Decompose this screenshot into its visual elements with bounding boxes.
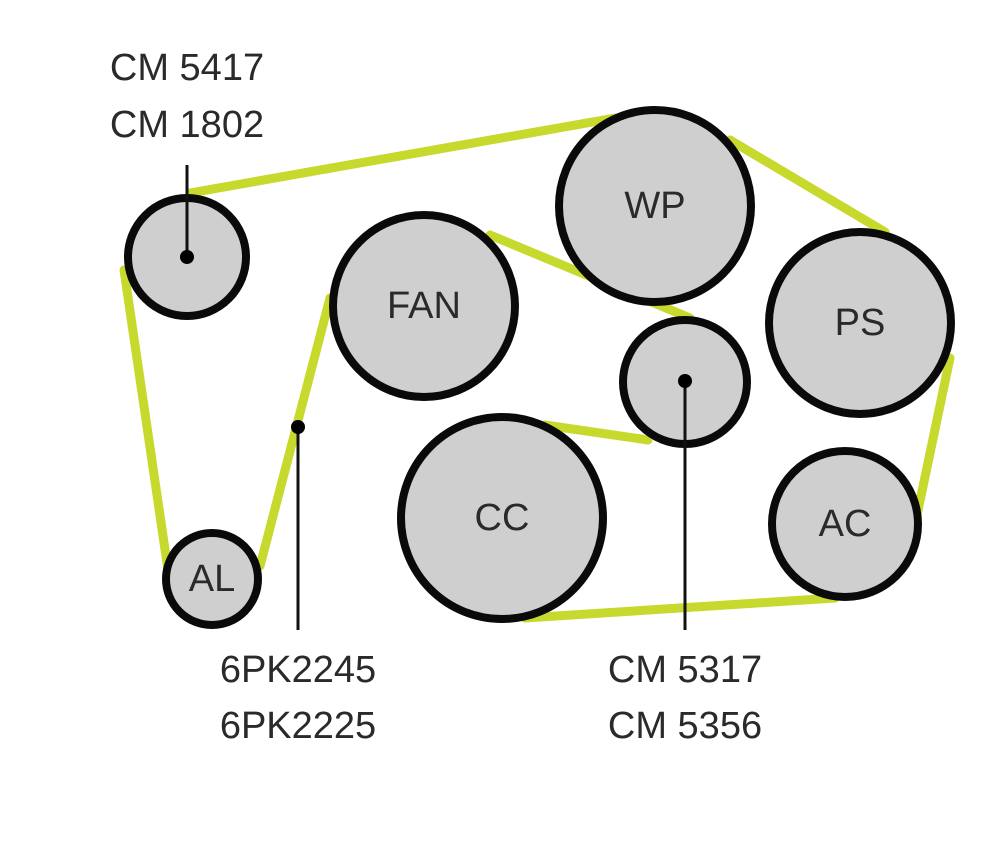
idler-center-part-number-2: CM 5356: [608, 705, 762, 747]
idler-center-dot: [678, 374, 692, 388]
water-pump-pulley: WP: [555, 106, 755, 306]
power-steering-pulley-label: PS: [835, 302, 886, 344]
alternator-pulley: AL: [162, 529, 262, 629]
fan-pulley-body: [329, 211, 519, 401]
belt-segment-ps-to-ac: [912, 353, 955, 520]
idler-center-part-number-1: CM 5317: [608, 649, 762, 691]
crankshaft-pulley-body: [397, 413, 607, 623]
power-steering-pulley: PS: [765, 228, 955, 418]
fan-pulley: FAN: [329, 211, 519, 401]
water-pump-pulley-label: WP: [624, 185, 685, 227]
belt-segment-al-to-idler-top: [119, 265, 173, 575]
belt-part-number-2: 6PK2225: [220, 705, 376, 747]
belt-segment-idler-top-to-wp: [185, 113, 620, 198]
belt-segment-cc-to-idler-center: [540, 420, 653, 445]
belt-segment-ac-to-cc: [520, 593, 840, 623]
power-steering-pulley-body: [765, 228, 955, 418]
alternator-pulley-body: [162, 529, 262, 629]
idler-top-part-number-2: CM 1802: [110, 104, 264, 146]
ac-pulley-body: [768, 447, 922, 601]
belt-marker-dot: [291, 420, 305, 434]
water-pump-pulley-body: [555, 106, 755, 306]
fan-pulley-label: FAN: [387, 285, 461, 327]
ac-pulley: AC: [768, 447, 922, 601]
belt-part-number-1: 6PK2245: [220, 649, 376, 691]
alternator-pulley-label: AL: [189, 558, 235, 600]
crankshaft-pulley: CC: [397, 413, 607, 623]
belt-segment-wp-to-ps: [725, 135, 890, 237]
idler-top-part-number-1: CM 5417: [110, 47, 264, 89]
crankshaft-pulley-label: CC: [475, 497, 530, 539]
idler-top-center-dot: [180, 250, 194, 264]
ac-pulley-label: AC: [819, 503, 872, 545]
